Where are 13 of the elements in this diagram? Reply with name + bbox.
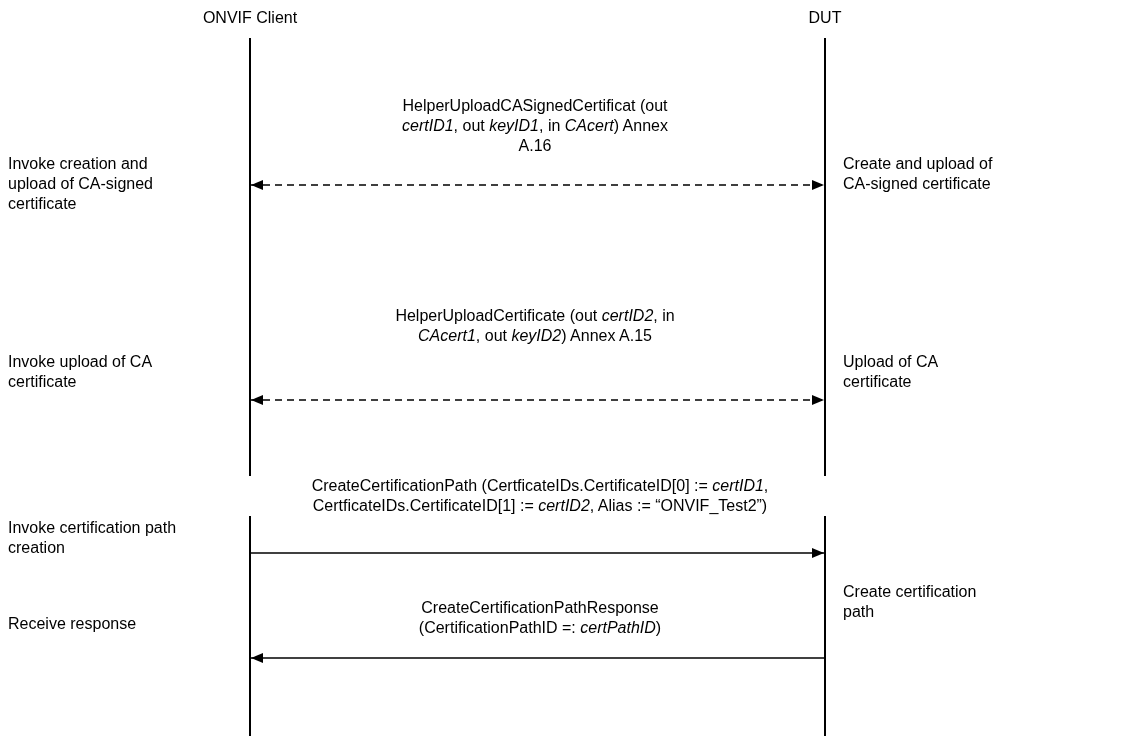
step-note: Create and upload of CA-signed certificate bbox=[843, 154, 994, 194]
message-arrow bbox=[250, 548, 825, 558]
message-arrow bbox=[250, 395, 825, 405]
message-arrow bbox=[250, 653, 825, 663]
participant-name: ONVIF Client bbox=[201, 8, 299, 28]
step-note: Invoke upload of CA certificate bbox=[8, 352, 153, 392]
step-note: Receive response bbox=[8, 614, 138, 634]
message-arrow bbox=[250, 180, 825, 190]
participant-name: DUT bbox=[807, 8, 843, 28]
step-note: Create certification path bbox=[843, 582, 978, 622]
step-note: Invoke certification path creation bbox=[8, 518, 178, 558]
step-note: Upload of CA certificate bbox=[843, 352, 939, 392]
step-note: Invoke creation and upload of CA-signed certificate bbox=[8, 154, 154, 214]
